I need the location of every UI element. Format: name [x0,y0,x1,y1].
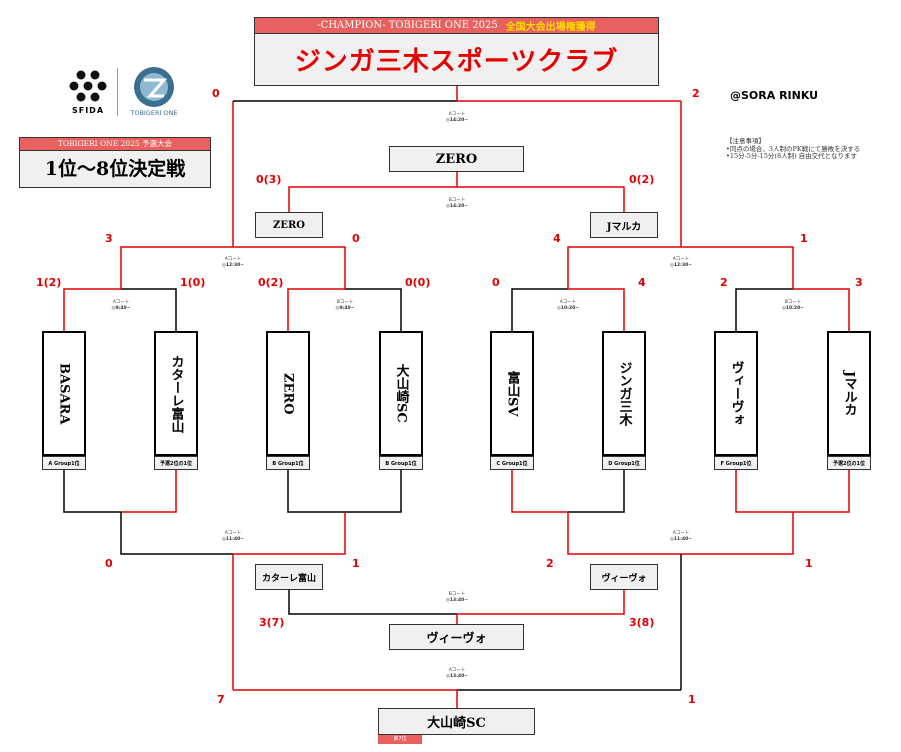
team-box-jmaruka[interactable]: Jマルカ [827,331,871,456]
score: 1 [688,693,696,706]
score: 1 [805,557,813,570]
team-name: ZERO [280,372,296,415]
lower-left-box: カターレ富山 [255,564,323,590]
tobigeri-wordmark: TOBIGERI ONE [130,109,178,117]
sfida-wordmark: SFIDA [71,106,105,115]
score: 1(0) [180,276,206,289]
lower-final-box: ヴィーヴォ [389,624,524,650]
event-title: 1位〜8位決定戦 [19,150,211,188]
logo-divider [117,68,118,116]
court-label-qf-right: Aコート◎12:30~ [669,257,693,268]
team-name: ヴィーヴォ [728,361,744,426]
court-label-r1-4: Bコート◎10:20~ [781,300,805,311]
court-label-final: Aコート◎14:20~ [445,112,469,123]
court-label-low-semi: Bコート◎13:40~ [445,592,469,603]
team-name: BASARA [56,362,72,425]
score: 4 [553,232,561,245]
team-name: 富山SV [504,370,520,417]
court-label-r1-2: Bコート◎9:40~ [335,300,355,311]
champion-banner: -CHAMPION- TOBIGERI ONE 2025 全国大会出場権獲得 [254,17,659,34]
team-box-toyama-sv[interactable]: 富山SV [490,331,534,456]
team-name: カターレ富山 [168,354,184,433]
final-box: ZERO [389,146,524,172]
credit-text: @SORA RINKU [730,89,819,102]
court-label-qf-left: Aコート◎12:30~ [221,257,245,268]
score: 0 [352,232,360,245]
score: 2 [692,87,700,100]
score: 2 [720,276,728,289]
score: 0(2) [258,276,284,289]
team-box-zero[interactable]: ZERO [266,331,310,456]
seed-label: C Group1位 [490,456,534,470]
team-box-vivo[interactable]: ヴィーヴォ [714,331,758,456]
seventh-label: 第7位 [378,735,422,744]
seed-label: B Group1位 [379,456,423,470]
team-name: Jマルカ [841,370,857,417]
champion-line: -CHAMPION- TOBIGERI ONE 2025 [317,20,498,31]
team-box-zinga[interactable]: ジンガ三木 [602,331,646,456]
team-name: 大山崎SC [393,364,409,423]
score: 0(2) [629,173,655,186]
tobigeri-logo: TOBIGERI ONE [128,66,180,120]
court-label-r1-3: Aコート◎10:20~ [556,300,580,311]
score: 4 [638,276,646,289]
notes-line-1: •同点の場合、3人制のPK戦にて勝敗を決する [726,144,861,153]
score: 2 [546,557,554,570]
court-label-low-right: Aコート◎11:40~ [669,531,693,542]
sfida-logo: SFIDA [66,70,110,118]
seed-label: 予選2位の1位 [827,456,871,470]
notes-line-2: •15分-5分-15分(8人制) 自由交代となります [726,152,857,160]
court-label-r1-1: Aコート◎9:40~ [111,300,131,311]
event-subtitle: TOBIGERI ONE 2025 予選大会 [19,137,211,151]
team-box-katare[interactable]: カターレ富山 [154,331,198,456]
seed-label: A Group1位 [42,456,86,470]
seed-label: B Group1位 [266,456,310,470]
seed-label: D Group1位 [602,456,646,470]
score: 7 [217,693,225,706]
court-label-semi: Bコート◎14:20~ [445,198,469,209]
score: 0(3) [256,173,282,186]
team-box-basara[interactable]: BASARA [42,331,86,456]
semi-right-box: Jマルカ [590,212,658,238]
lower-right-box: ヴィーヴォ [590,564,658,590]
qualification-text: 全国大会出場権獲得 [505,22,596,33]
sfida-ball-icon [69,70,107,102]
score: 1 [800,232,808,245]
team-box-oyamazaki[interactable]: 大山崎SC [379,331,423,456]
semi-left-box: ZERO [255,212,323,238]
score: 1 [352,557,360,570]
score: 0(0) [405,276,431,289]
score: 3 [855,276,863,289]
score: 3(7) [259,616,285,629]
court-label-low-left: Aコート◎11:40~ [221,531,245,542]
tobigeri-emblem-icon [134,67,174,107]
score: 3 [105,232,113,245]
score: 3(8) [629,616,655,629]
score: 0 [105,557,113,570]
court-label-bottom: Aコート◎13:40~ [445,668,469,679]
notes-block: 【注意事項】 •同点の場合、3人制のPK戦にて勝敗を決する •15分-5分-15… [726,137,861,161]
seed-label: F Group1位 [714,456,758,470]
notes-heading: 【注意事項】 [726,137,765,145]
seventh-box: 大山崎SC [378,708,535,735]
seed-label: 予選2位の1位 [154,456,198,470]
champion-team-box: ジンガ三木スポーツクラブ [254,33,659,86]
champion-team: ジンガ三木スポーツクラブ [294,47,619,77]
team-name: ジンガ三木 [616,361,632,426]
score: 1(2) [36,276,62,289]
score: 0 [492,276,500,289]
score: 0 [212,87,220,100]
